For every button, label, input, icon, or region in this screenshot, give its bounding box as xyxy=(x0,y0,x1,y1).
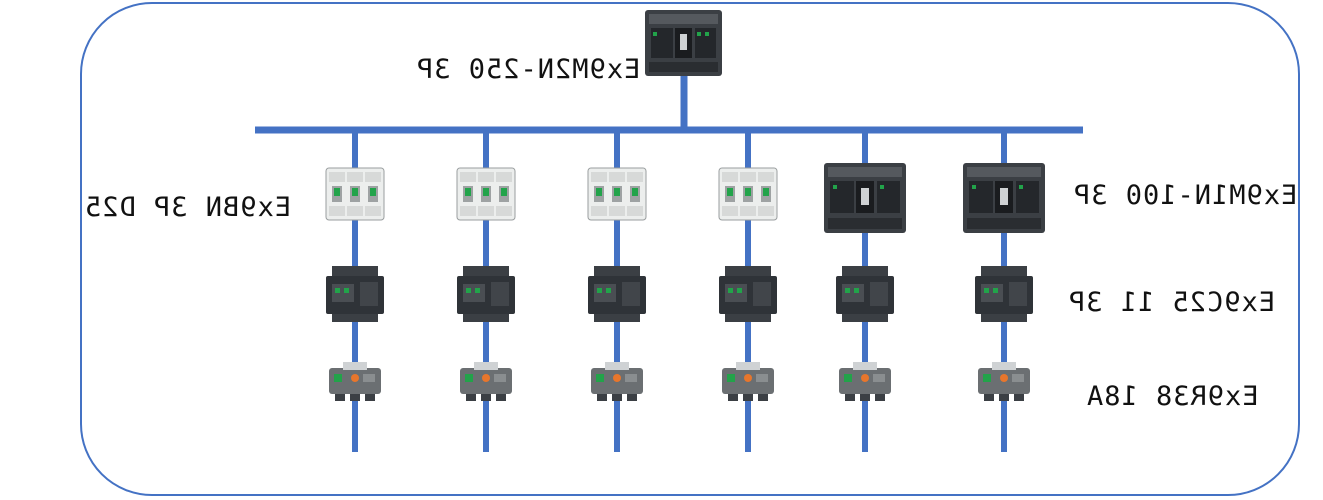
mcb-icon xyxy=(456,167,516,221)
mccb-label: Ex9M1N-100 3P xyxy=(1073,180,1298,211)
mcb-label: Ex9BN 3P D25 xyxy=(84,192,292,223)
thermal-relay-icon xyxy=(722,362,774,401)
feeder-branch xyxy=(325,130,385,452)
feeder-branch xyxy=(587,130,647,452)
thermal-relay-icon xyxy=(460,362,512,401)
panel-frame xyxy=(80,2,1300,496)
main-breaker-label: Ex9M2N-250 3P xyxy=(416,54,641,85)
thermal-relay-icon xyxy=(839,362,891,401)
contactor-icon xyxy=(719,266,777,322)
feeder-branch xyxy=(963,130,1045,452)
contactor-icon xyxy=(326,266,384,322)
thermal-relay-icon xyxy=(591,362,643,401)
main-breaker-icon xyxy=(645,10,722,76)
contactor-icon xyxy=(975,266,1033,322)
feeder-branch xyxy=(456,130,516,452)
feeder-branch xyxy=(824,130,906,452)
thermal-relay-icon xyxy=(978,362,1030,401)
mccb-icon xyxy=(963,163,1045,233)
mcb-icon xyxy=(587,167,647,221)
mcb-icon xyxy=(325,167,385,221)
mccb-icon xyxy=(824,163,906,233)
thermal-relay-label: Ex9R38 18A xyxy=(1086,381,1259,412)
contactor-icon xyxy=(836,266,894,322)
mcb-icon xyxy=(718,167,778,221)
contactor-icon xyxy=(588,266,646,322)
contactor-icon xyxy=(457,266,515,322)
contactor-label: Ex9C25 11 3P xyxy=(1068,287,1276,318)
thermal-relay-icon xyxy=(329,362,381,401)
feeder-branch xyxy=(718,130,778,452)
